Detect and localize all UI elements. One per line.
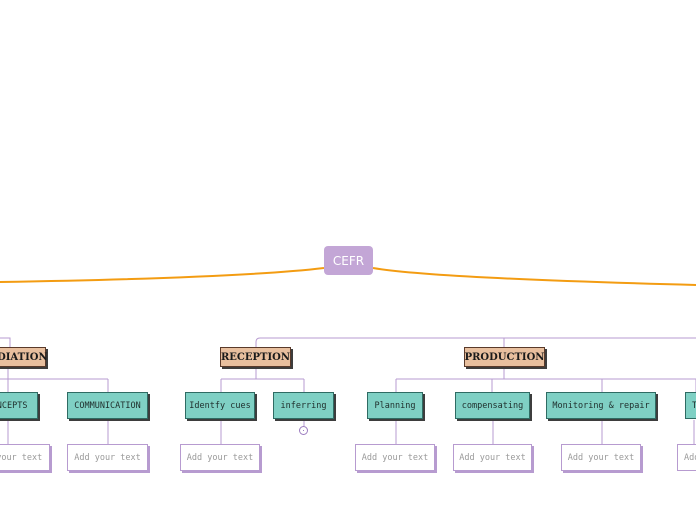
category-mediation[interactable]: MEDIATION <box>0 347 48 367</box>
subtopic-concepts[interactable]: CONCEPTS <box>0 392 38 419</box>
reception-leaf-lines <box>220 420 305 444</box>
main-branch-right <box>372 267 696 286</box>
production-leaf-lines <box>395 420 695 444</box>
category-production[interactable]: PRODUCTION <box>464 347 545 367</box>
subtopic-compensating[interactable]: compensating <box>455 392 530 419</box>
subtopic-planning[interactable]: Planning <box>367 392 423 419</box>
production-branch <box>395 367 696 392</box>
subtopic-communication[interactable]: COMMUNICATION <box>67 392 148 419</box>
leaf-communication[interactable]: Add your text <box>67 444 148 471</box>
leaf-t-partial[interactable]: Add your text <box>677 444 696 471</box>
subtopic-identify-cues[interactable]: Identfy cues <box>185 392 255 419</box>
main-branch-left <box>0 267 325 283</box>
leaf-planning[interactable]: Add your text <box>355 444 435 471</box>
leaf-monitoring-repair[interactable]: Add your text <box>561 444 641 471</box>
leaf-concepts[interactable]: Add your text <box>0 444 50 471</box>
category-bus <box>0 337 696 347</box>
root-node-cefr[interactable]: CEFR <box>324 246 373 275</box>
reception-branch <box>220 367 305 392</box>
subtopic-inferring[interactable]: inferring <box>273 392 334 419</box>
leaf-compensating[interactable]: Add your text <box>453 444 532 471</box>
collapse-toggle-icon[interactable] <box>299 426 308 435</box>
leaf-identify-cues[interactable]: Add your text <box>180 444 260 471</box>
subtopic-t-partial[interactable]: T <box>685 392 696 419</box>
mediation-branch <box>0 367 109 392</box>
mediation-leaf-lines <box>7 420 109 444</box>
subtopic-monitoring-repair[interactable]: Monitoring & repair <box>546 392 656 419</box>
category-reception[interactable]: RECEPTION <box>220 347 291 367</box>
